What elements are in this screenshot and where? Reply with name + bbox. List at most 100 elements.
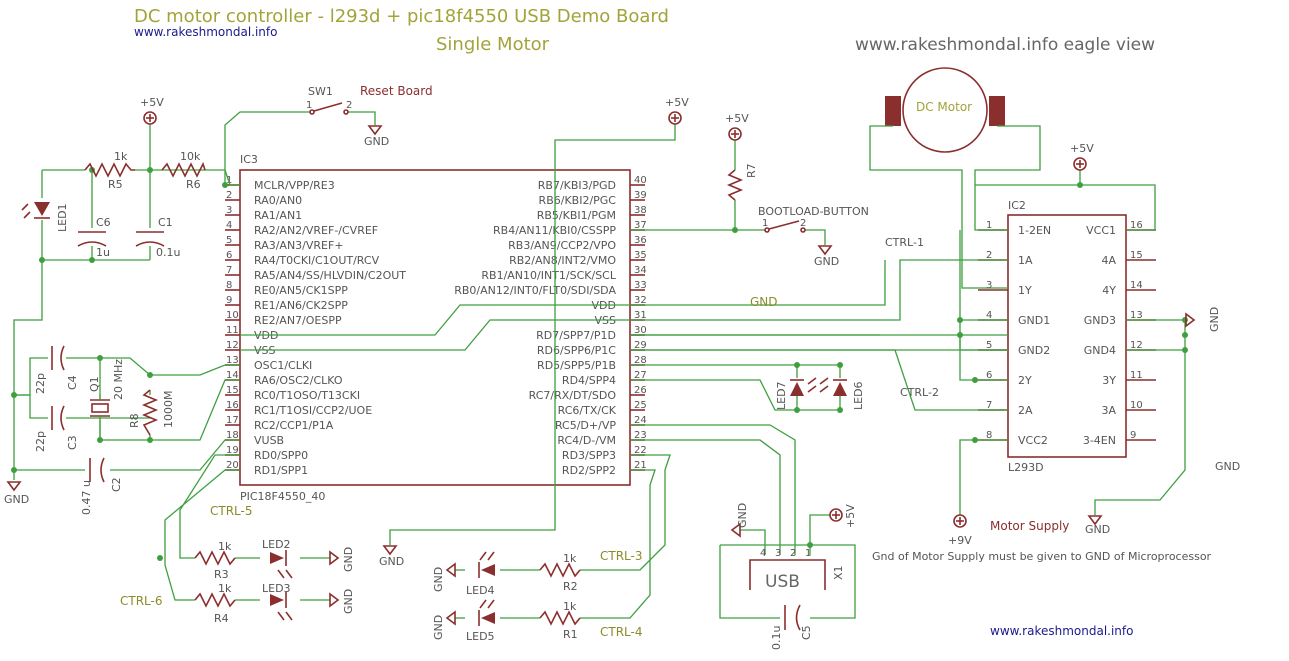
resistor-r8: R8 1000M — [128, 389, 175, 436]
ic3-pin-2-number: 2 — [226, 190, 232, 201]
ic2-pin-1-name: 1-2EN — [1018, 224, 1051, 237]
capacitor-c1: C1 0.1u — [135, 216, 180, 259]
svg-text:1: 1 — [762, 218, 768, 229]
svg-text:GND: GND — [1208, 307, 1221, 332]
ic2-pin-13-name: GND3 — [1084, 314, 1116, 327]
ic2-pin-12-name: GND4 — [1084, 344, 1116, 357]
ic3-pin-10-name: RE2/AN7/OESPP — [254, 314, 342, 327]
ic3-pin-13-number: 13 — [226, 355, 239, 366]
ic3-pin-19-number: 19 — [226, 445, 239, 456]
ic2-pin-10-name: 3A — [1101, 404, 1116, 417]
ic2-pin-14-name: 4Y — [1102, 284, 1116, 297]
svg-text:R8: R8 — [128, 413, 141, 428]
svg-text:1k: 1k — [218, 582, 232, 595]
ic3-pin-39-number: 39 — [634, 190, 647, 201]
ic3-pin-40-name: RB7/KBI3/PGD — [538, 179, 616, 192]
ic3-part: PIC18F4550_40 — [240, 490, 325, 503]
wires — [13, 111, 1186, 619]
ic3-pin-10-number: 10 — [226, 310, 239, 321]
ic3-pin-15-name: RC0/T1OSO/T13CKI — [254, 389, 360, 402]
svg-text:20 MHz: 20 MHz — [112, 359, 125, 400]
ic3-pin-9-name: RE1/AN6/CK2SPP — [254, 299, 348, 312]
resistor-r2: 1k R2 — [539, 552, 581, 593]
svg-text:1: 1 — [306, 100, 312, 111]
ic3-pin-34-name: RB1/AN10/INT1/SCK/SCL — [481, 269, 616, 282]
ic3-pin-35-name: RB2/AN8/INT2/VMO — [509, 254, 616, 267]
ic2-pin-3-number: 3 — [986, 280, 992, 291]
diagram-subtitle: Single Motor — [436, 34, 550, 55]
svg-text:GND: GND — [4, 493, 29, 506]
svg-text:R1: R1 — [563, 628, 578, 641]
ic2-pin-5-name: GND2 — [1018, 344, 1050, 357]
ic3-pin-28-name: RD5/SPP5/P1B — [537, 359, 616, 372]
ic3-pin-25-name: RC6/TX/CK — [558, 404, 617, 417]
svg-text:0.47 u: 0.47 u — [80, 480, 93, 515]
ic3-pin-6-name: RA4/T0CKI/C1OUT/RCV — [254, 254, 380, 267]
ic3-pin-24-number: 24 — [634, 415, 647, 426]
ic2-pin-9-name: 3-4EN — [1083, 434, 1116, 447]
led2: LED2 — [262, 538, 293, 579]
ic2-pin-12-number: 12 — [1130, 340, 1143, 351]
site-link-bottom[interactable]: www.rakeshmondal.info — [990, 624, 1133, 638]
ic3-pin-21-name: RD2/SPP2 — [562, 464, 616, 477]
power-5v-mid: +5V — [665, 96, 689, 125]
ic3-pin-30-name: RD7/SPP7/P1D — [536, 329, 616, 342]
ic3-pin-31-number: 31 — [634, 310, 647, 321]
svg-text:1000M: 1000M — [162, 391, 175, 429]
led7: LED7 — [775, 377, 817, 410]
svg-text:0.1u: 0.1u — [770, 626, 783, 650]
ic3-pin-21-number: 21 — [634, 460, 647, 471]
net-ctrl3: CTRL-3 — [600, 549, 643, 563]
svg-text:0.1u: 0.1u — [156, 246, 180, 259]
power-9v: +9V — [948, 514, 972, 547]
svg-text:C4: C4 — [66, 375, 79, 390]
svg-text:C2: C2 — [110, 477, 123, 492]
svg-text:1k: 1k — [563, 552, 577, 565]
ic2-pin-11-name: 3Y — [1102, 374, 1116, 387]
svg-text:X1: X1 — [832, 565, 845, 580]
ic3-pin-33-name: RB0/AN12/INT0/FLT0/SDI/SDA — [454, 284, 616, 297]
capacitor-c5: 0.1u C5 — [770, 604, 813, 650]
svg-text:GND: GND — [814, 255, 839, 268]
svg-text:C3: C3 — [66, 435, 79, 450]
net-gnd-label: GND — [750, 295, 778, 309]
ic3-pin-8-name: RE0/AN5/CK1SPP — [254, 284, 348, 297]
ic3-pin-15-number: 15 — [226, 385, 239, 396]
ic3-pin-27-number: 27 — [634, 370, 647, 381]
ic3-pin-19-name: RD0/SPP0 — [254, 449, 308, 462]
ic2-pin-2-name: 1A — [1018, 254, 1033, 267]
net-ctrl1: CTRL-1 — [885, 236, 924, 249]
svg-text:R7: R7 — [745, 163, 758, 178]
svg-text:22p: 22p — [34, 431, 47, 452]
resistor-r4: 1k R4 — [194, 582, 236, 625]
svg-text:GND: GND — [736, 503, 749, 528]
ic2-pin-7-number: 7 — [986, 400, 992, 411]
ic3-pin-29-number: 29 — [634, 340, 647, 351]
svg-text:10k: 10k — [180, 150, 201, 163]
led5: LED5 — [466, 599, 495, 643]
svg-text:LED5: LED5 — [466, 630, 495, 643]
ic3-pin-1-name: MCLR/VPP/RE3 — [254, 179, 335, 192]
svg-text:GND: GND — [342, 589, 355, 614]
ic3-pin-34-number: 34 — [634, 265, 647, 276]
resistor-r5: 1k R5 — [84, 150, 135, 191]
ic3-pin-35-number: 35 — [634, 250, 647, 261]
svg-text:GND: GND — [364, 135, 389, 148]
svg-text:1k: 1k — [114, 150, 128, 163]
ic2-pin-10-number: 10 — [1130, 400, 1143, 411]
ic3-pin-18-name: VUSB — [254, 434, 284, 447]
svg-text:SW1: SW1 — [308, 85, 333, 98]
ic2-part: L293D — [1008, 461, 1044, 474]
ic3-pin-14-name: RA6/OSC2/CLKO — [254, 374, 343, 387]
svg-text:R5: R5 — [108, 178, 123, 191]
svg-text:LED7: LED7 — [775, 381, 788, 410]
svg-text:C6: C6 — [96, 216, 111, 229]
site-link-top[interactable]: www.rakeshmondal.info — [134, 25, 277, 39]
power-5v-left: +5V — [140, 96, 164, 125]
svg-text:GND: GND — [432, 567, 445, 592]
dc-motor: DC Motor — [869, 67, 1041, 289]
ic3-pin-12-number: 12 — [226, 340, 239, 351]
svg-text:2: 2 — [800, 218, 806, 229]
ic2-pin-4-name: GND1 — [1018, 314, 1050, 327]
